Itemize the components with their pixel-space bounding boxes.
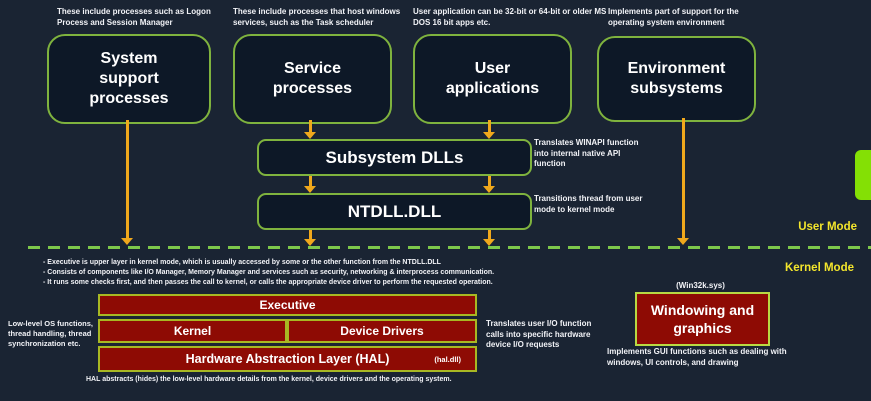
note-subsystem-dlls: Translates WINAPI function into internal… bbox=[534, 138, 639, 169]
bullet-line: - Executive is upper layer in kernel mod… bbox=[43, 259, 441, 266]
executive-description: - Executive is upper layer in kernel mod… bbox=[43, 258, 494, 288]
box-user-applications[interactable]: User applications bbox=[413, 34, 572, 124]
box-ntdll[interactable]: NTDLL.DLL bbox=[257, 193, 532, 230]
note-kernel-functions: Low-level OS functions, thread handling,… bbox=[8, 319, 94, 348]
box-subsystem-dlls[interactable]: Subsystem DLLs bbox=[257, 139, 532, 176]
box-label: Hardware Abstraction Layer (HAL) bbox=[185, 352, 390, 366]
note-gui-functions: Implements GUI functions such as dealing… bbox=[607, 347, 787, 367]
box-windowing-graphics[interactable]: Windowing and graphics bbox=[635, 292, 770, 346]
box-kernel[interactable]: Kernel bbox=[98, 319, 287, 343]
box-device-drivers[interactable]: Device Drivers bbox=[287, 319, 477, 343]
box-label: System support processes bbox=[89, 50, 169, 107]
box-label: Windowing and graphics bbox=[650, 301, 755, 336]
arrow-service-to-subsystem-dlls bbox=[304, 120, 316, 139]
box-label: Subsystem DLLs bbox=[325, 147, 464, 167]
box-label: Service processes bbox=[272, 60, 353, 97]
mode-divider-line bbox=[28, 246, 871, 249]
label-kernel-mode: Kernel Mode bbox=[784, 262, 854, 274]
box-label: Kernel bbox=[173, 324, 212, 338]
hal-dll-filename: (hal.dll) bbox=[434, 354, 461, 364]
side-scroll-tab[interactable] bbox=[855, 150, 871, 200]
label-user-mode: User Mode bbox=[798, 221, 857, 233]
note-environment-subsystems: Implements part of support for the opera… bbox=[608, 7, 739, 27]
bullet-line: - It runs some checks first, and then pa… bbox=[43, 279, 493, 286]
box-label: Device Drivers bbox=[340, 324, 424, 338]
note-service-processes: These include processes that host window… bbox=[233, 7, 401, 27]
box-executive[interactable]: Executive bbox=[98, 294, 477, 316]
box-system-support-processes[interactable]: System support processes bbox=[47, 34, 211, 124]
box-label: User applications bbox=[445, 60, 540, 97]
box-label: Environment subsystems bbox=[627, 60, 726, 97]
arrow-subsystem-to-ntdll-right bbox=[483, 174, 495, 193]
note-device-io: Translates user I/O function calls into … bbox=[486, 319, 592, 350]
arrow-user-apps-to-subsystem-dlls bbox=[483, 120, 495, 139]
note-ntdll: Transitions thread from user mode to ker… bbox=[534, 194, 643, 214]
arrow-subsystem-to-ntdll-left bbox=[304, 174, 316, 193]
box-label: Executive bbox=[259, 298, 316, 312]
box-label: NTDLL.DLL bbox=[347, 201, 442, 221]
bullet-line: - Consists of components like I/O Manage… bbox=[43, 269, 495, 276]
hal-caption: HAL abstracts (hides) the low-level hard… bbox=[86, 376, 452, 383]
box-service-processes[interactable]: Service processes bbox=[233, 34, 392, 124]
arrow-ntdll-to-kernel-left bbox=[304, 227, 316, 246]
arrow-ntdll-to-kernel-right bbox=[483, 227, 495, 246]
note-system-support: These include processes such as Logon Pr… bbox=[57, 7, 211, 27]
box-hal[interactable]: Hardware Abstraction Layer (HAL) (hal.dl… bbox=[98, 346, 477, 372]
arrow-system-support-to-kernel bbox=[121, 120, 133, 245]
win32k-filename: (Win32k.sys) bbox=[676, 281, 725, 290]
box-environment-subsystems[interactable]: Environment subsystems bbox=[597, 36, 756, 122]
arrow-environment-to-kernel bbox=[677, 118, 689, 245]
note-user-applications: User application can be 32-bit or 64-bit… bbox=[413, 7, 607, 27]
